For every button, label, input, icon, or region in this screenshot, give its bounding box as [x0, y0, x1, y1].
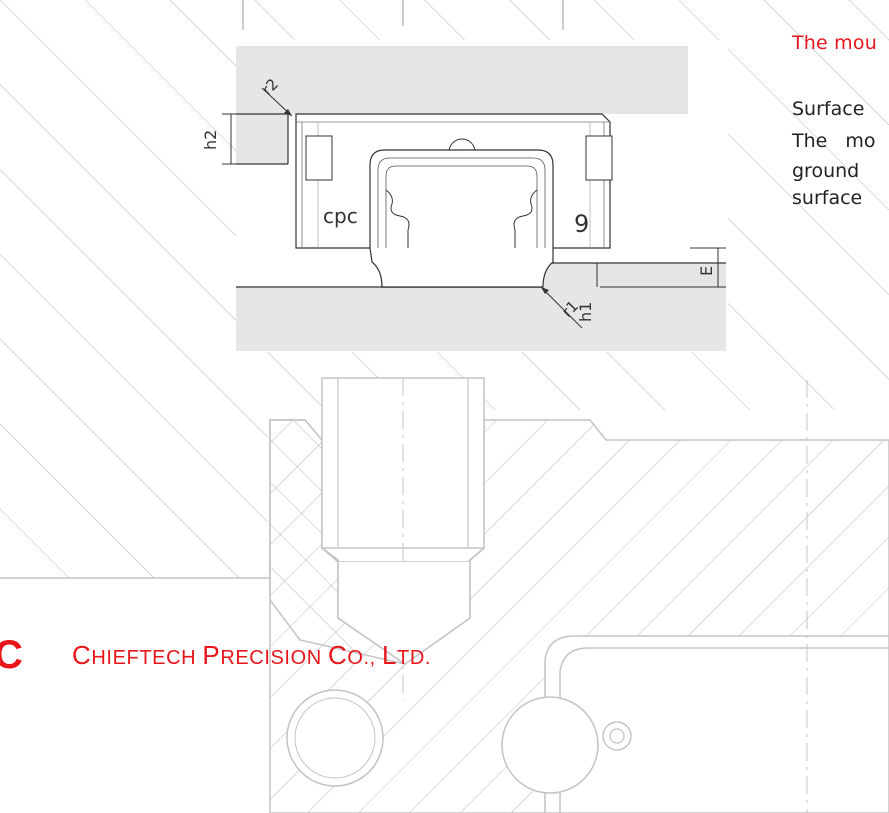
paragraph-line-4: surface	[792, 187, 863, 209]
inset-detail: cpc 9 r2 h2 h1 E r1	[201, 46, 726, 351]
label-h1: h1	[576, 302, 595, 322]
brand-mark: cpc	[323, 204, 358, 228]
guide-rail	[369, 149, 554, 288]
label-E: E	[697, 266, 716, 276]
paragraph-line-2: The mo	[792, 130, 876, 152]
base-surface	[236, 287, 726, 351]
size-mark: 9	[574, 210, 589, 238]
ball-right	[501, 696, 599, 794]
company-logo: C	[0, 633, 23, 677]
label-h2: h2	[201, 130, 220, 150]
company-name: CHIEFTECH PRECISION CO., LTD.	[72, 640, 432, 670]
paragraph-line-3: ground	[792, 160, 860, 182]
ball-left	[286, 689, 384, 787]
paragraph-line-1: Surface	[792, 98, 865, 120]
upper-table	[236, 46, 688, 114]
section-heading: The mou	[792, 32, 877, 54]
